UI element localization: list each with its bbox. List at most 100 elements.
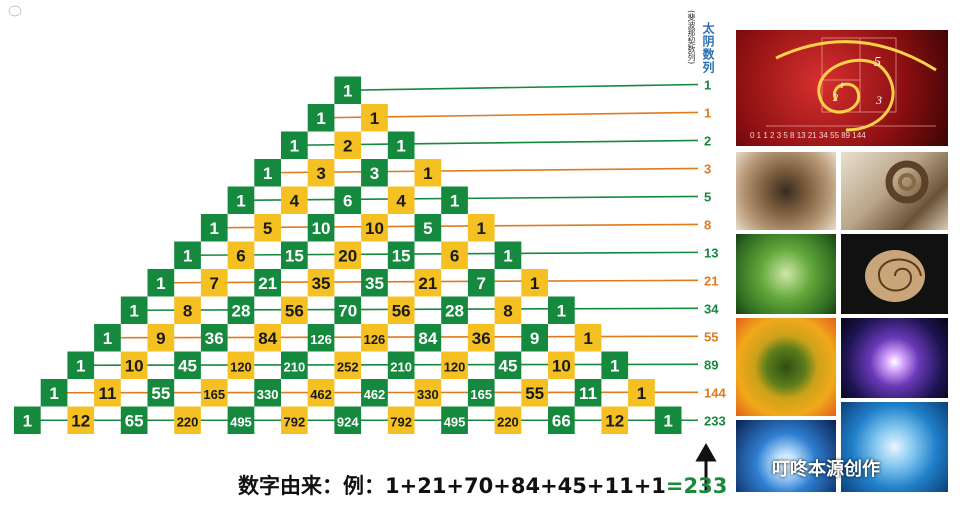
- pascal-cell-value: 1: [183, 246, 192, 265]
- pascal-cell: [227, 241, 255, 269]
- fibonacci-diagonal-line: [214, 223, 699, 229]
- pascal-cell-value: 330: [257, 387, 279, 402]
- pascal-cell-value: 45: [178, 356, 197, 375]
- pascal-cell-value: 462: [310, 387, 332, 402]
- pascal-cell: [414, 269, 442, 297]
- pascal-cell-value: 20: [338, 246, 357, 265]
- pascal-cell: [281, 131, 308, 159]
- pascal-cell-value: 1: [503, 246, 512, 265]
- spiral-digit: 1: [840, 81, 844, 90]
- pascal-cell-value: 792: [283, 414, 305, 429]
- fibonacci-value: 89: [704, 357, 718, 372]
- galaxy-photo: [841, 318, 948, 398]
- pascal-cell-value: 6: [450, 246, 459, 265]
- fibonacci-caption: 0 1 1 2 3 5 8 13 21 34 55 89 144: [750, 131, 866, 140]
- pascal-cell: [254, 214, 281, 242]
- pascal-cell-value: 462: [364, 387, 386, 402]
- pascal-cell-value: 11: [579, 384, 597, 403]
- pascal-cell: [281, 296, 308, 324]
- pascal-cell-value: 3: [370, 164, 379, 183]
- pascal-cell: [147, 269, 175, 297]
- pascal-cell-value: 5: [263, 219, 272, 238]
- pascal-cell-value: 252: [337, 359, 359, 374]
- pascal-cell-value: 210: [390, 359, 412, 374]
- pascal-cell-value: 792: [390, 414, 412, 429]
- pascal-cell: [361, 104, 388, 132]
- pascal-cell-value: 10: [312, 219, 331, 238]
- pascal-cell: [387, 296, 415, 324]
- pascal-cell-value: 1: [290, 136, 299, 155]
- pascal-cell-value: 12: [71, 411, 90, 430]
- pascal-cell: [494, 351, 522, 379]
- pascal-cell: [467, 379, 495, 407]
- pascal-cell-value: 66: [552, 411, 571, 430]
- pascal-cell: [120, 406, 148, 434]
- pascal-cell: [307, 214, 335, 242]
- fibonacci-diagonal-line: [347, 83, 699, 92]
- pascal-cell: [654, 406, 682, 434]
- pascal-cell: [601, 351, 629, 379]
- pascal-cell: [361, 324, 388, 352]
- formula-prefix: 数字由来：例：1+21+70+84+45+11+1: [238, 474, 666, 498]
- diagram-title: 太阴数列: [701, 22, 715, 74]
- pascal-cell-value: 21: [258, 274, 277, 293]
- pascal-cell: [334, 76, 362, 104]
- spiral-digit: 3: [875, 93, 882, 107]
- pascal-cell-value: 10: [125, 356, 144, 375]
- pascal-cell: [467, 269, 495, 297]
- pascal-cell-value: 1: [583, 329, 592, 348]
- pascal-cell-value: 35: [365, 274, 384, 293]
- pascal-cell: [174, 296, 201, 324]
- pascal-cell-value: 55: [151, 384, 170, 403]
- pascal-cell-value: 165: [470, 387, 492, 402]
- sunflower-photo: [736, 318, 836, 416]
- pascal-cell-value: 5: [423, 219, 432, 238]
- pascal-cell-value: 8: [183, 301, 192, 320]
- pascal-cell-value: 12: [605, 411, 624, 430]
- fibonacci-value: 1: [704, 105, 711, 120]
- pascal-cell-value: 1: [210, 219, 219, 238]
- fibonacci-value: 1: [704, 78, 711, 93]
- pascal-cell: [40, 379, 68, 407]
- pascal-cell-value: 495: [444, 414, 466, 429]
- pascal-cell-value: 36: [205, 329, 224, 348]
- fibonacci-value: 2: [704, 133, 711, 148]
- hair-whorl-photo: [736, 152, 836, 230]
- pascal-cell-value: 924: [337, 414, 359, 429]
- pascal-cell-value: 1: [76, 356, 85, 375]
- pascal-cell: [67, 406, 95, 434]
- pascal-cell: [521, 324, 548, 352]
- fibonacci-diagonal-line: [267, 167, 699, 174]
- pascal-cell: [361, 269, 388, 297]
- pascal-cell-value: 84: [258, 329, 277, 348]
- spiral-digit: 5: [874, 55, 881, 70]
- fibonacci-value: 34: [704, 301, 719, 316]
- formula-sum: =233: [665, 474, 728, 498]
- pascal-cell-value: 120: [230, 359, 252, 374]
- pascal-cell-value: 1: [396, 136, 405, 155]
- nautilus-shell-photo: [841, 234, 948, 314]
- pascal-cell: [94, 379, 121, 407]
- pascal-cell: [361, 379, 388, 407]
- light-burst-photo: [736, 420, 836, 492]
- pascal-cell-value: 36: [472, 329, 491, 348]
- pascal-cell-value: 6: [343, 191, 352, 210]
- pascal-cell: [521, 379, 548, 407]
- watermark-text: 叮咚本源创作: [772, 459, 880, 480]
- pascal-cell: [548, 406, 575, 434]
- pascal-cell: [281, 241, 308, 269]
- pascal-cell: [441, 241, 468, 269]
- pascal-cell: [387, 351, 415, 379]
- pascal-cell: [548, 296, 575, 324]
- pascal-cell: [334, 186, 362, 214]
- pascal-cell-value: 1: [129, 301, 138, 320]
- pascal-cell-value: 1: [637, 384, 646, 403]
- golden-spiral-photo: 5 3 2 1 0 1 1 2 3 5 8 13 21 34 55 89 144: [736, 30, 948, 146]
- pascal-cell-value: 495: [230, 414, 252, 429]
- pascal-cell-value: 70: [338, 301, 357, 320]
- fibonacci-value: 8: [704, 217, 711, 232]
- water-vortex-photo: [841, 402, 948, 492]
- pascal-cell-value: 7: [210, 274, 219, 293]
- pascal-cell-value: 4: [290, 191, 300, 210]
- pascal-cell-value: 35: [312, 274, 331, 293]
